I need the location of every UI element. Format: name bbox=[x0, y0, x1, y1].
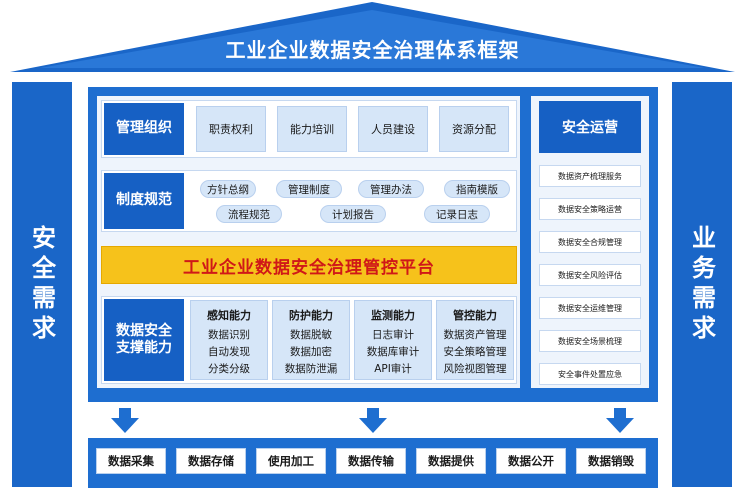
lifecycle-stage: 数据公开 bbox=[496, 448, 566, 474]
lifecycle-stage: 数据传输 bbox=[336, 448, 406, 474]
lifecycle-stage: 数据提供 bbox=[416, 448, 486, 474]
capability-title: 管控能力 bbox=[453, 309, 497, 322]
down-arrow-icon bbox=[111, 408, 139, 433]
capability-column: 监测能力 日志审计 数据库审计 API审计 bbox=[354, 300, 432, 380]
policy-item: 计划报告 bbox=[320, 205, 386, 223]
roof-banner bbox=[10, 2, 735, 72]
operations-item: 数据安全风险评估 bbox=[539, 264, 641, 286]
capability-item: 数据脱敏 bbox=[290, 329, 332, 341]
capability-item: 数据防泄漏 bbox=[284, 363, 338, 375]
right-pillar: 业务需求 bbox=[672, 82, 732, 487]
capability-item: 数据识别 bbox=[208, 329, 250, 341]
capability-column: 管控能力 数据资产管理 安全策略管理 风险视图管理 bbox=[436, 300, 514, 380]
operations-item: 数据安全策略运营 bbox=[539, 198, 641, 220]
lifecycle-stage: 数据销毁 bbox=[576, 448, 646, 474]
capability-item: 风险视图管理 bbox=[443, 363, 507, 375]
management-item: 能力培训 bbox=[277, 106, 347, 152]
policy-item: 流程规范 bbox=[216, 205, 282, 223]
capability-label: 数据安全支撑能力 bbox=[104, 299, 184, 381]
capability-item: 日志审计 bbox=[372, 329, 414, 341]
capability-item: 分类分级 bbox=[208, 363, 250, 375]
capability-title: 监测能力 bbox=[371, 309, 415, 322]
policy-item: 管理办法 bbox=[358, 180, 424, 198]
down-arrow-icon bbox=[359, 408, 387, 433]
capability-item: 数据资产管理 bbox=[443, 329, 507, 341]
operations-item: 数据安全场景梳理 bbox=[539, 330, 641, 352]
policy-item: 方针总纲 bbox=[200, 180, 256, 198]
management-item: 职责权利 bbox=[196, 106, 266, 152]
capability-item: 数据加密 bbox=[290, 346, 332, 358]
capability-title: 防护能力 bbox=[289, 309, 333, 322]
right-pillar-label: 业务需求 bbox=[687, 224, 716, 345]
policy-item: 指南模版 bbox=[444, 180, 510, 198]
operations-label: 安全运营 bbox=[539, 101, 641, 153]
operations-item: 数据资产梳理服务 bbox=[539, 165, 641, 187]
capability-item: 安全策略管理 bbox=[443, 346, 507, 358]
operations-item: 数据安全合规管理 bbox=[539, 231, 641, 253]
down-arrow-icon bbox=[606, 408, 634, 433]
capability-column: 感知能力 数据识别 自动发现 分类分级 bbox=[190, 300, 268, 380]
platform-banner: 工业企业数据安全治理管控平台 bbox=[101, 246, 517, 284]
left-pillar-label: 安全需求 bbox=[27, 224, 56, 345]
policy-item: 记录日志 bbox=[424, 205, 490, 223]
lifecycle-stage: 数据存储 bbox=[176, 448, 246, 474]
policy-label: 制度规范 bbox=[104, 173, 184, 229]
management-item: 资源分配 bbox=[439, 106, 509, 152]
policy-item: 管理制度 bbox=[276, 180, 342, 198]
capability-item: 自动发现 bbox=[208, 346, 250, 358]
capability-item: API审计 bbox=[374, 363, 412, 375]
capability-item: 数据库审计 bbox=[366, 346, 420, 358]
management-item: 人员建设 bbox=[358, 106, 428, 152]
management-label: 管理组织 bbox=[104, 103, 184, 155]
diagram-title: 工业企业数据安全治理体系框架 bbox=[225, 38, 520, 62]
left-pillar: 安全需求 bbox=[12, 82, 72, 487]
lifecycle-stage: 使用加工 bbox=[256, 448, 326, 474]
capability-title: 感知能力 bbox=[207, 309, 251, 322]
operations-item: 安全事件处置应急 bbox=[539, 363, 641, 385]
lifecycle-stage: 数据采集 bbox=[96, 448, 166, 474]
capability-column: 防护能力 数据脱敏 数据加密 数据防泄漏 bbox=[272, 300, 350, 380]
operations-item: 数据安全运维管理 bbox=[539, 297, 641, 319]
